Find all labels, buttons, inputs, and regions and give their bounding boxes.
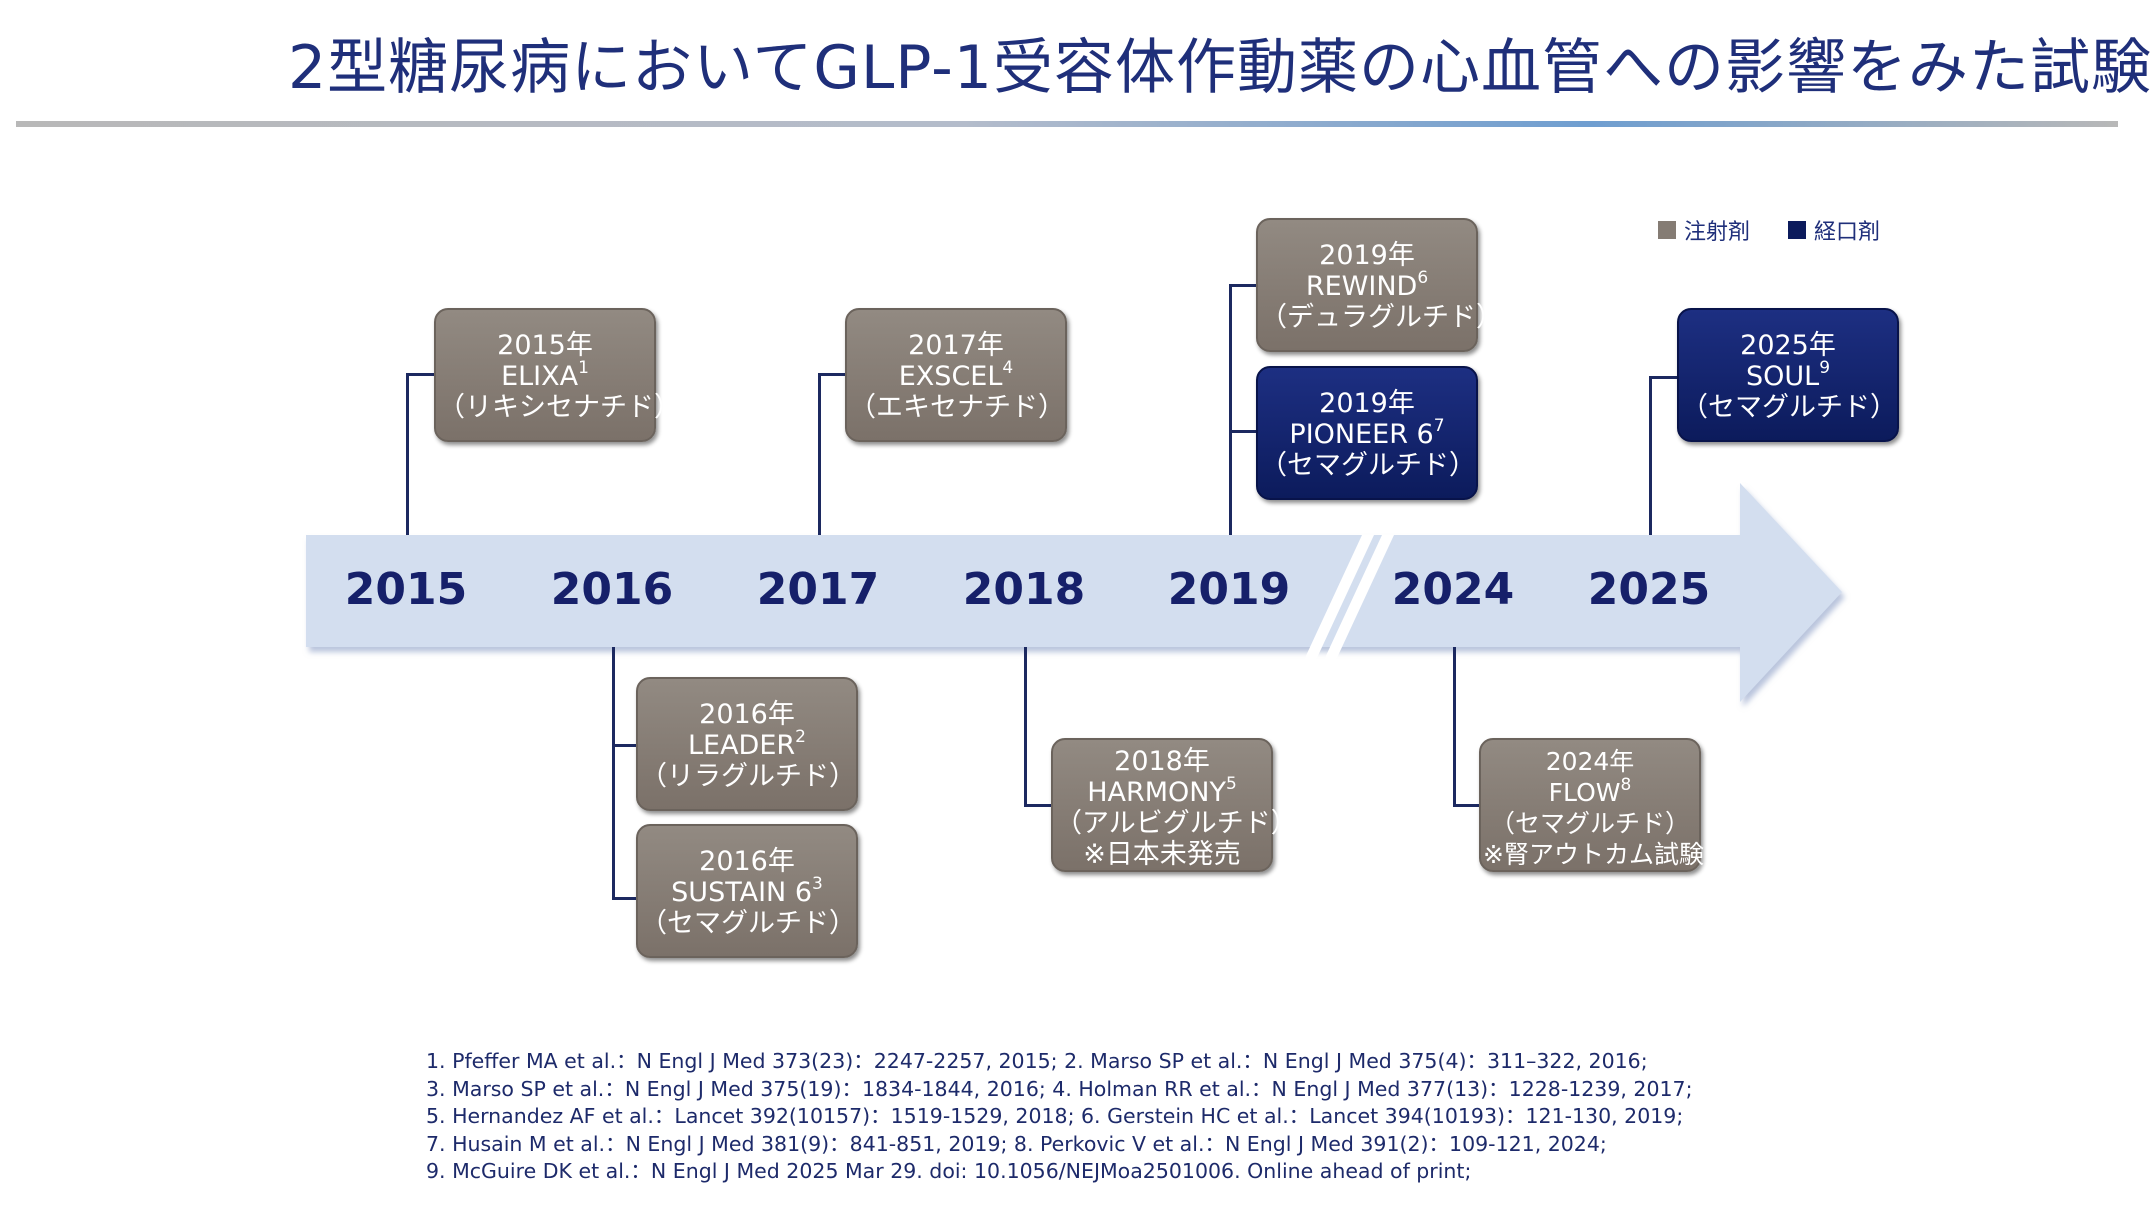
legend-injectable: 注射剤	[1658, 215, 1750, 245]
legend-oral: 経口剤	[1788, 215, 1880, 245]
timeline-year-2016: 2016	[550, 564, 674, 615]
page-title: 2型糖尿病においてGLP-1受容体作動薬の心血管への影響をみた試験	[288, 33, 2152, 103]
legend-label-injectable: 注射剤	[1684, 220, 1751, 245]
timeline-year-2018: 2018	[962, 564, 1086, 615]
trial-name: EXSCEL	[898, 361, 1003, 392]
timeline-year-2024: 2024	[1391, 564, 1515, 615]
trial-ref: 6	[1417, 268, 1429, 288]
trial-ref: 8	[1620, 774, 1632, 795]
trial-year: 2024年	[1545, 747, 1635, 776]
trial-ref: 4	[1002, 358, 1014, 378]
timeline-year-2025: 2025	[1587, 564, 1711, 615]
trial-year: 2016年	[699, 846, 795, 877]
trial-year: 2019年	[1319, 388, 1415, 419]
trial-drug: （セマグルチド）	[1681, 392, 1897, 423]
trial-box-sustain6: 2016年 SUSTAIN 63 （セマグルチド）	[636, 824, 858, 958]
trial-box-elixa: 2015年 ELIXA1 （リキシセナチド）	[434, 308, 681, 442]
trial-drug: （セマグルチド）	[1489, 809, 1690, 838]
trial-name: ELIXA	[501, 361, 579, 392]
trial-name: LEADER	[687, 730, 796, 761]
trial-box-pioneer6: 2019年 PIONEER 67 （セマグルチド）	[1256, 366, 1478, 500]
timeline-arrow-shape	[306, 483, 1842, 702]
reference-line: 7. Husain M et al.：N Engl J Med 381(9)：8…	[426, 1131, 1607, 1156]
trial-ref: 7	[1433, 416, 1445, 436]
trial-drug: （セマグルチド）	[1260, 450, 1476, 481]
trial-box-exscel: 2017年 EXSCEL4 （エキセナチド）	[845, 308, 1067, 442]
trial-year: 2018年	[1114, 746, 1210, 777]
timeline-year-2017: 2017	[756, 564, 880, 615]
title-divider	[16, 121, 2118, 127]
trial-name: FLOW	[1548, 778, 1621, 807]
trial-drug: （リキシセナチド）	[438, 392, 681, 423]
trial-drug: （アルビグルチド）	[1055, 808, 1298, 839]
trial-name: SOUL	[1745, 361, 1820, 392]
trial-drug: （リラグルチド）	[640, 761, 856, 792]
trial-ref: 2	[795, 727, 806, 747]
timeline-break-mark	[1304, 535, 1374, 660]
trial-name: HARMONY	[1087, 777, 1226, 808]
reference-line: 3. Marso SP et al.：N Engl J Med 375(19)：…	[426, 1076, 1693, 1101]
trial-year: 2025年	[1740, 330, 1836, 361]
trial-year: 2016年	[699, 699, 795, 730]
trial-drug: （エキセナチド）	[849, 392, 1065, 423]
legend-swatch-injectable	[1658, 221, 1676, 239]
trial-box-leader: 2016年 LEADER2 （リラグルチド）	[636, 677, 858, 811]
timeline-year-2019: 2019	[1167, 564, 1291, 615]
reference-line: 9. McGuire DK et al.：N Engl J Med 2025 M…	[426, 1159, 1472, 1183]
reference-line: 1. Pfeffer MA et al.：N Engl J Med 373(23…	[426, 1049, 1648, 1073]
trial-note: ※腎アウトカム試験	[1483, 840, 1704, 869]
trial-note: ※日本未発売	[1083, 839, 1241, 870]
trial-ref: 5	[1225, 774, 1237, 794]
trial-year: 2015年	[497, 330, 593, 361]
trial-box-harmony: 2018年 HARMONY5 （アルビグルチド） ※日本未発売	[1051, 738, 1298, 872]
legend-label-oral: 経口剤	[1814, 220, 1881, 245]
trial-name: SUSTAIN 6	[671, 877, 812, 908]
trial-ref: 3	[812, 874, 823, 894]
trial-ref: 9	[1819, 358, 1831, 378]
trial-year: 2019年	[1319, 240, 1415, 271]
legend-swatch-oral	[1788, 221, 1806, 239]
trial-name: REWIND	[1305, 271, 1418, 302]
trial-name: PIONEER 6	[1289, 419, 1434, 450]
trial-drug: （デュラグルチド）	[1260, 302, 1503, 333]
trial-year: 2017年	[908, 330, 1004, 361]
trial-box-flow: 2024年 FLOW8 （セマグルチド） ※腎アウトカム試験	[1479, 738, 1704, 872]
reference-line: 5. Hernandez AF et al.：Lancet 392(10157)…	[426, 1104, 1684, 1128]
trial-box-soul: 2025年 SOUL9 （セマグルチド）	[1677, 308, 1899, 442]
references: 1. Pfeffer MA et al.：N Engl J Med 373(23…	[426, 1048, 1693, 1186]
trial-box-rewind: 2019年 REWIND6 （デュラグルチド）	[1256, 218, 1503, 352]
timeline-break-mark-2	[1324, 535, 1394, 660]
timeline-year-2015: 2015	[344, 564, 468, 615]
trial-ref: 1	[578, 358, 589, 378]
trial-drug: （セマグルチド）	[640, 908, 856, 939]
